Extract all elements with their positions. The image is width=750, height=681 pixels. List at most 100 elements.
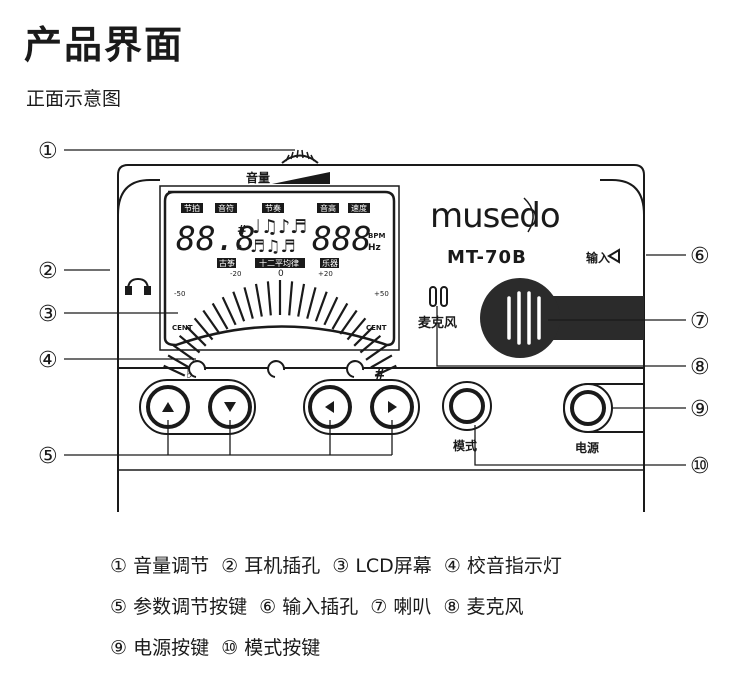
flat-symbol: ♭ <box>186 364 193 382</box>
legend-item: ④ 校音指示灯 <box>443 555 562 577</box>
legend-row-3: ⑨ 电源按键 ⑩ 模式按键 <box>110 639 326 658</box>
callout-8: ⑧ <box>690 355 710 380</box>
lcd-mode-equal: 十二平均律 <box>259 258 299 268</box>
needle-tick <box>266 281 272 316</box>
legend-item: ⑩ 模式按键 <box>221 637 321 659</box>
callout-10: ⑩ <box>690 454 710 479</box>
device-top-ear-right <box>600 179 645 216</box>
lcd-flat: ♭ <box>236 238 243 254</box>
legend-item: ⑧ 麦克风 <box>443 596 524 618</box>
needle-tick <box>370 354 393 369</box>
legend-item: ① 音量调节 <box>110 555 210 577</box>
needle-tick <box>172 344 195 361</box>
lcd-rhythm-icon: ♬♫♬ <box>250 237 296 257</box>
callout-7: ⑦ <box>690 309 710 334</box>
needle-tick <box>193 317 214 341</box>
needle-tick <box>211 302 229 330</box>
lcd-cent-left: CENT <box>172 324 193 332</box>
needle-tick <box>221 296 237 326</box>
needle-tick <box>232 291 246 322</box>
needle-tick <box>185 325 207 347</box>
needle-tick <box>178 334 201 354</box>
needle-tick <box>353 325 375 347</box>
needle-tick <box>346 317 367 341</box>
needle-tick <box>374 364 397 377</box>
needle-tick <box>306 287 317 319</box>
device-top-ear-left <box>117 179 160 216</box>
lcd-mode-guzheng: 古筝 <box>219 258 235 268</box>
sharp-symbol: # <box>374 367 386 383</box>
power-label: 电源 <box>575 440 599 455</box>
lcd-bpm: BPM <box>368 232 385 240</box>
volume-wedge-icon <box>272 172 330 184</box>
lcd-tag-pitch: 音高 <box>320 203 336 213</box>
indicator-flat-light <box>188 360 207 378</box>
needle-tick <box>202 309 221 335</box>
input-label: 输入 <box>586 250 610 265</box>
lcd-scale-zero: 0 <box>278 269 284 279</box>
lcd-tag-beat: 节拍 <box>184 203 200 213</box>
lcd-digits-right: 888 <box>312 219 372 258</box>
callout-9: ⑨ <box>690 397 710 422</box>
legend-item: ⑤ 参数调节按键 <box>110 596 248 618</box>
lcd-tag-note: 音符 <box>218 203 234 213</box>
legend-item: ⑥ 输入插孔 <box>259 596 359 618</box>
needle-tick <box>323 296 339 326</box>
volume-wheel[interactable] <box>272 149 330 184</box>
needle-tick <box>314 291 328 322</box>
lcd-mode-instrument: 乐器 <box>322 258 338 268</box>
microphone-holes <box>429 286 448 307</box>
brand-logo-arc <box>523 197 534 233</box>
lcd-scale-plus50: +50 <box>374 290 389 298</box>
lcd-scale-minus50: -50 <box>174 290 185 298</box>
lcd-notes-icon: ♩♫♪♬ <box>252 216 307 238</box>
legend-item: ② 耳机插孔 <box>221 555 321 577</box>
lcd-needle-scale <box>163 280 397 377</box>
needle-tick <box>163 364 186 377</box>
needle-tick <box>331 302 349 330</box>
callout-2: ② <box>38 259 58 284</box>
callout-3: ③ <box>38 302 58 327</box>
needle-tick <box>339 309 358 335</box>
needle-tick <box>288 281 294 316</box>
callout-6: ⑥ <box>690 244 710 269</box>
arrow-up-icon <box>162 402 174 412</box>
device-body <box>117 164 645 512</box>
needle-tick <box>167 354 190 369</box>
needle-tick <box>243 287 254 319</box>
lcd-tag-rhythm: 节奏 <box>265 203 281 213</box>
lcd-scale-plus20: +20 <box>318 270 333 278</box>
arrow-down-icon <box>224 402 236 412</box>
callout-1: ① <box>38 139 58 164</box>
volume-label: 音量 <box>246 170 270 185</box>
callout-5: ⑤ <box>38 444 58 469</box>
needle-tick <box>254 283 263 317</box>
legend-item: ③ LCD屏幕 <box>332 555 432 577</box>
needle-tick <box>297 283 306 317</box>
legend-item: ⑦ 喇叭 <box>370 596 432 618</box>
legend-row-2: ⑤ 参数调节按键 ⑥ 输入插孔 ⑦ 喇叭 ⑧ 麦克风 <box>110 598 529 617</box>
legend-row-1: ① 音量调节 ② 耳机插孔 ③ LCD屏幕 ④ 校音指示灯 <box>110 557 568 576</box>
lcd-tag-tempo: 速度 <box>351 203 367 213</box>
needle-tick <box>359 334 382 354</box>
page-title: 产品界面 <box>24 23 185 67</box>
indicator-center-light <box>267 360 286 378</box>
mode-label: 模式 <box>453 438 477 453</box>
lcd-cent-right: CENT <box>366 324 387 332</box>
arrow-left-icon <box>325 401 334 413</box>
callout-4: ④ <box>38 348 58 373</box>
lcd-screen: 节拍 音符 节奏 音高 速度 88.8 # ♭ 888 BPM Hz ♩♫♪♬ … <box>159 185 400 377</box>
lcd-digits-left: 88.8 <box>176 219 255 258</box>
arrow-right-icon <box>388 401 397 413</box>
headphone-icon <box>125 277 151 295</box>
tuning-lights <box>188 360 365 378</box>
lcd-sharp: # <box>237 223 247 237</box>
needle-tick <box>365 344 388 361</box>
input-arrow-icon <box>607 248 620 264</box>
model-label: MT-70B <box>447 247 527 268</box>
brand-logo: musedo <box>430 196 560 236</box>
page-subtitle: 正面示意图 <box>26 88 122 110</box>
lcd-hz: Hz <box>368 243 381 253</box>
indicator-sharp-light <box>346 360 365 378</box>
